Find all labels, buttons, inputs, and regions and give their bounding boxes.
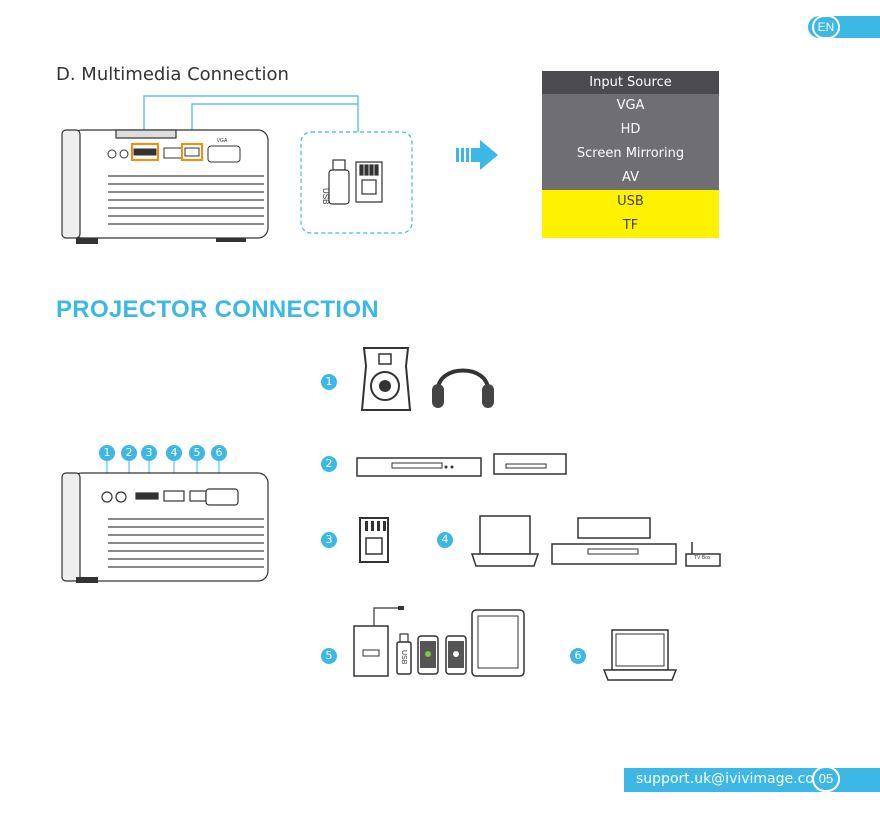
port-number-badge: 5 (189, 445, 205, 461)
menu-item-screen-mirroring[interactable]: Screen Mirroring (542, 142, 719, 166)
group-number-badge: 5 (321, 648, 337, 664)
support-email[interactable]: support.uk@ivivimage.com (636, 771, 828, 787)
input-source-menu: Input Source VGA HD Screen Mirroring AV … (542, 71, 719, 240)
menu-item-input-source: Input Source (542, 71, 719, 94)
menu-item-av[interactable]: AV (542, 166, 719, 190)
section-title: D. Multimedia Connection (56, 64, 289, 85)
projector-side-illustration: VGA (56, 90, 426, 250)
port-number-badge: 4 (166, 445, 182, 461)
group-number-badge: 3 (321, 532, 337, 548)
sd-card-icon (356, 516, 392, 566)
tv-box-label: TV Box (694, 555, 710, 561)
headphones-icon (430, 354, 496, 410)
language-badge: EN (812, 15, 840, 39)
svg-text:VGA: VGA (217, 138, 228, 144)
port-number-badge: 1 (99, 445, 115, 461)
group-number-badge: 1 (321, 374, 337, 390)
group-number-badge: 2 (321, 456, 337, 472)
usb-stick-label: USB (321, 188, 330, 204)
group-number-badge: 6 (570, 648, 586, 664)
usb-devices-icon (352, 604, 528, 678)
group-number-badge: 4 (437, 532, 453, 548)
laptop-icon (602, 626, 678, 684)
menu-item-usb[interactable]: USB (542, 190, 719, 214)
av-devices-icon (470, 512, 726, 572)
projector-connection-title: PROJECTOR CONNECTION (56, 296, 379, 324)
menu-item-vga[interactable]: VGA (542, 94, 719, 118)
dvd-player-icon (356, 450, 576, 480)
usb-stick-label: USB (400, 650, 407, 664)
port-number-badge: 6 (211, 445, 227, 461)
menu-item-tf[interactable]: TF (542, 214, 719, 238)
menu-item-hd[interactable]: HD (542, 118, 719, 142)
arrow-right-icon (456, 140, 498, 170)
projector-ports-illustration (56, 461, 276, 583)
port-number-badge: 2 (121, 445, 137, 461)
speaker-icon (356, 344, 416, 414)
page-number: 05 (812, 766, 840, 792)
port-number-badge: 3 (141, 445, 157, 461)
